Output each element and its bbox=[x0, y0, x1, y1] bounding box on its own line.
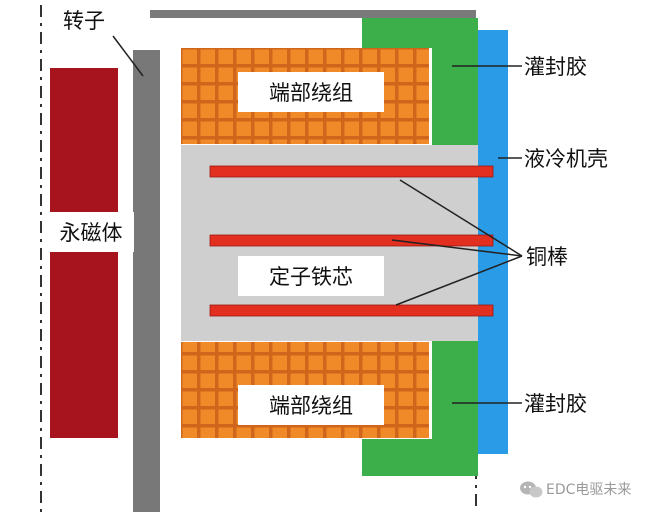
permanent-magnet bbox=[50, 68, 118, 438]
stator-core-label: 定子铁芯 bbox=[269, 265, 353, 289]
end-winding-bottom-label-box bbox=[238, 385, 384, 425]
potting-bottom-label: 灌封胶 bbox=[524, 392, 587, 416]
end-winding-bottom-label: 端部绕组 bbox=[269, 394, 353, 418]
rotor-shaft bbox=[133, 50, 160, 512]
magnet-label: 永磁体 bbox=[60, 221, 123, 245]
copper-bar-middle bbox=[209, 234, 494, 247]
copper-bar-leader-bottom bbox=[395, 255, 523, 306]
potting-top-label: 灌封胶 bbox=[524, 55, 587, 79]
copper-bars-label: 铜棒 bbox=[526, 245, 568, 269]
top-frame-bar bbox=[150, 10, 476, 18]
stator-core-label-box bbox=[238, 256, 384, 296]
copper-bar-top bbox=[209, 165, 494, 178]
end-winding-top-label-box bbox=[238, 72, 384, 112]
rotor-label: 转子 bbox=[63, 9, 105, 33]
end-winding-top-label: 端部绕组 bbox=[269, 81, 353, 105]
copper-bar-leader-top bbox=[399, 179, 523, 257]
rotor-leader-line bbox=[112, 35, 144, 77]
potting-compound-top bbox=[362, 18, 478, 145]
copper-bar-bottom bbox=[209, 304, 494, 317]
watermark-text: EDC电驱未来 bbox=[546, 482, 631, 498]
copper-bar-leader-middle bbox=[391, 239, 523, 257]
magnet-label-box bbox=[50, 212, 134, 252]
liquid-cooled-housing-label: 液冷机壳 bbox=[524, 147, 608, 171]
potting-compound-bottom bbox=[362, 341, 478, 476]
wechat-icon bbox=[520, 481, 543, 498]
